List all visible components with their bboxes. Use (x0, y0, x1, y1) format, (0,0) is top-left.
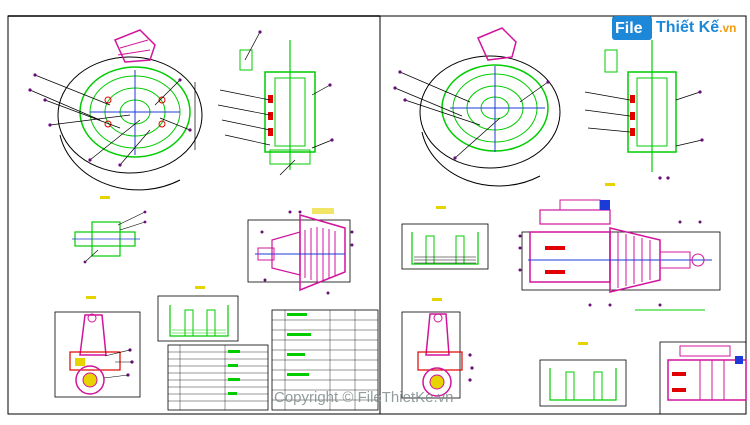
right-sheet-frame (379, 15, 747, 415)
logo-file-text: File (615, 20, 643, 37)
left-sheet-frame (7, 15, 381, 415)
right-brake-drum-view (393, 27, 561, 187)
logo-badge: File (612, 16, 652, 40)
left-title-block (271, 309, 379, 411)
logo-brand-text: Thiết Kế.vn (656, 19, 736, 37)
left-brake-chamber-view (247, 208, 354, 295)
right-bracket-section-top (401, 206, 489, 270)
right-brake-chamber-view (518, 183, 721, 311)
sheet-frames (7, 15, 747, 415)
logo-brand-domain: .vn (719, 21, 737, 35)
logo-brand-name: Thiết Kế (656, 19, 720, 36)
filethietke-logo: File Thiết Kế.vn (612, 14, 742, 42)
left-shoe-section-view (217, 30, 334, 176)
left-brake-drum-view (28, 29, 203, 191)
right-bracket-section-bottom (539, 342, 627, 407)
right-slack-adjuster-view (401, 298, 474, 399)
right-shoe-section-view (584, 40, 704, 180)
left-bracket-section-view (157, 286, 239, 342)
right-chamber-detail-partial (659, 341, 747, 415)
left-slack-adjuster-view (54, 296, 141, 398)
left-coupling-detail (72, 196, 147, 264)
copyright-watermark: Copyright © FileThietKe.vn (274, 389, 454, 406)
left-parts-list-table (167, 344, 269, 411)
